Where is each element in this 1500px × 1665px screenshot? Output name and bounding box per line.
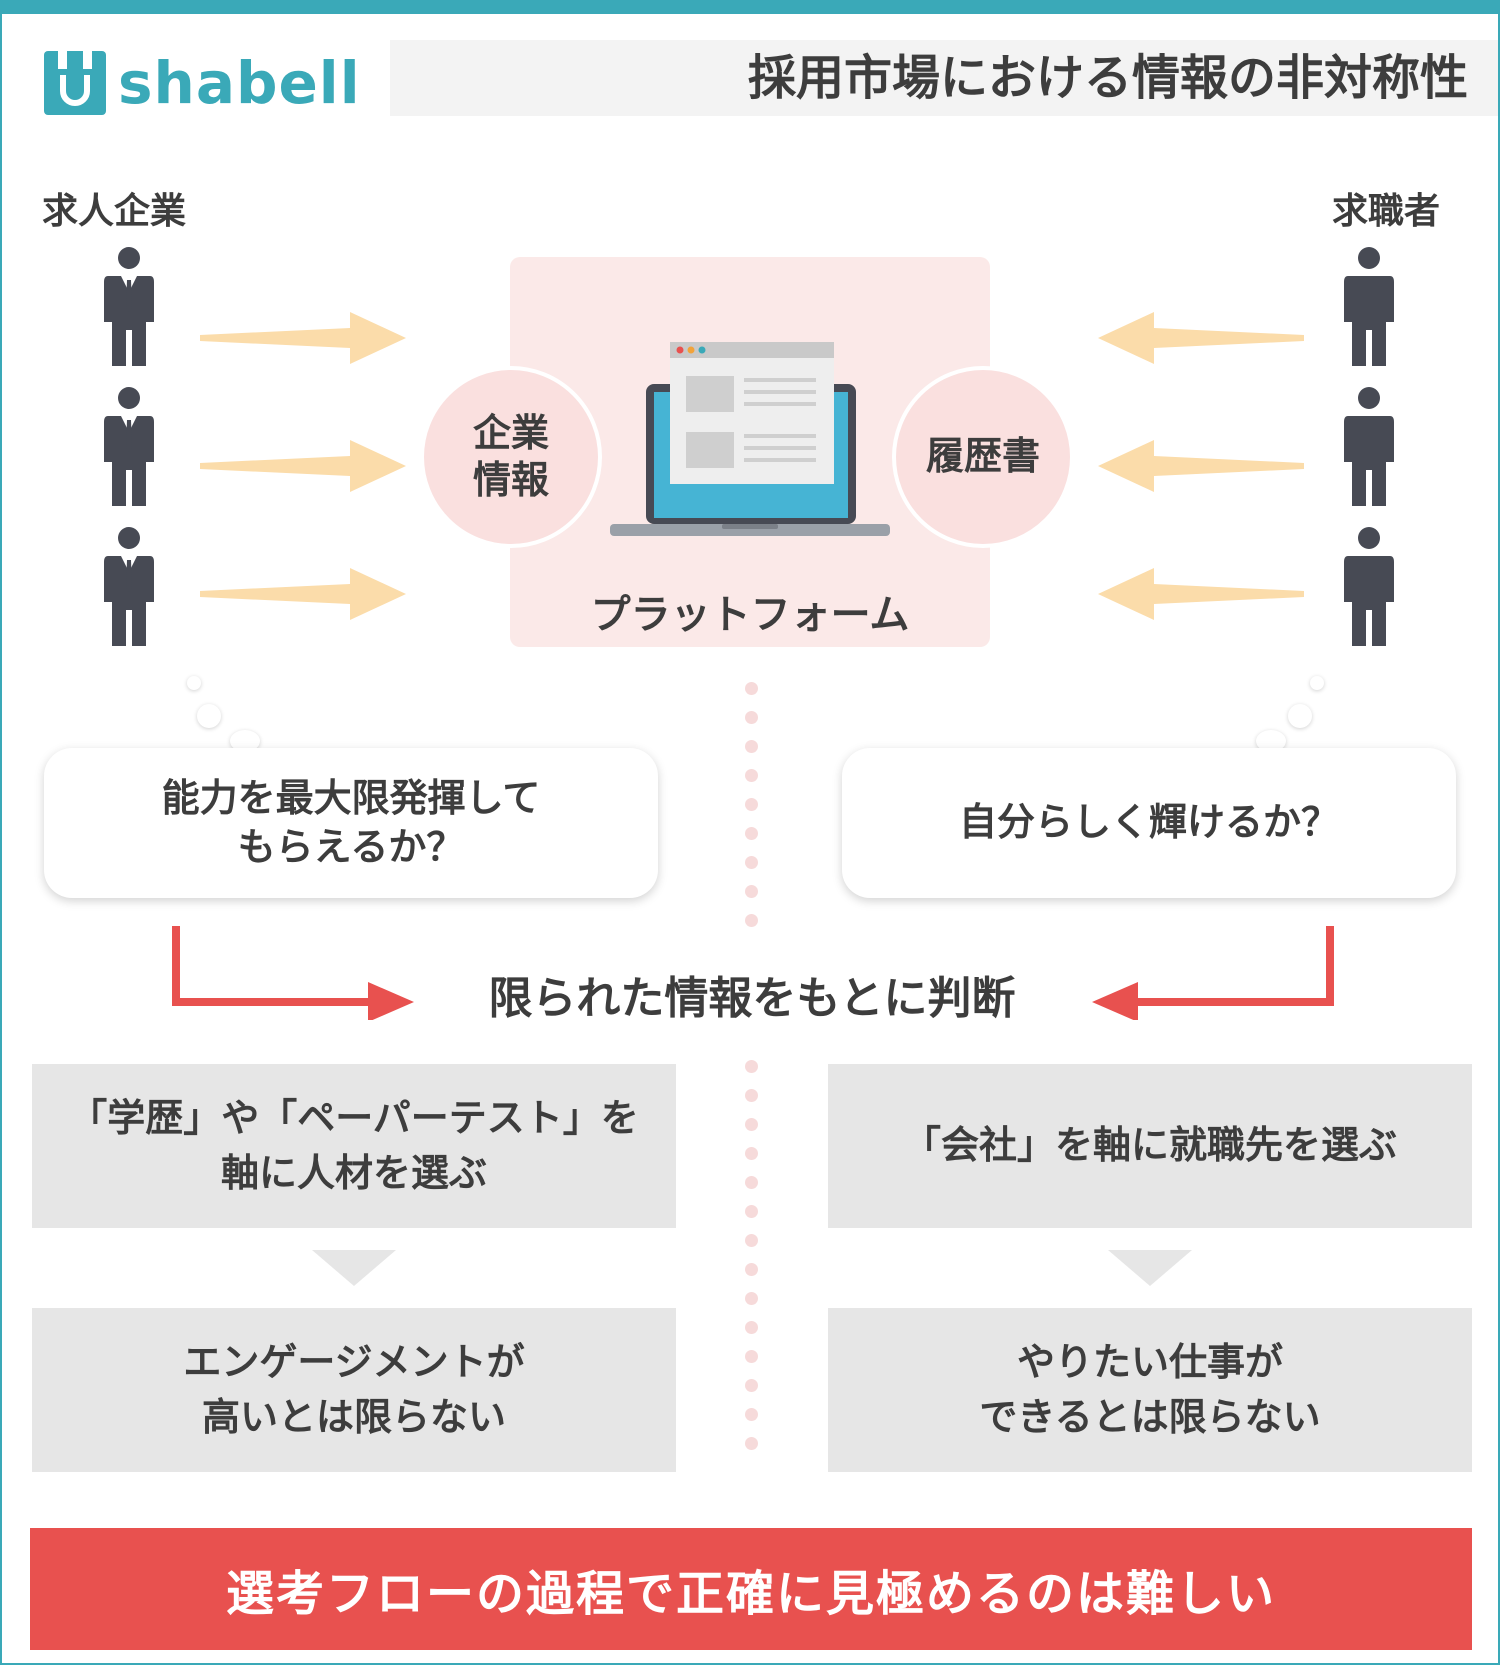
employer-label: 求人企業 [42,191,187,232]
employer-person-icon [104,247,154,366]
down-triangle-icon [1108,1250,1192,1286]
plug-icon [44,51,106,115]
employer-result-line: エンゲージメントが [183,1339,525,1384]
right-arrow-icon [200,568,406,620]
thought-dot [187,676,201,690]
conclusion-text: 選考フローの過程で正確に見極めるのは難しい [225,1566,1276,1622]
job-seeker-result-box: やりたい仕事が できるとは限らない [828,1308,1472,1472]
employer-basis-box: 「学歴」や「ペーパーテスト」を 軸に人材を選ぶ [32,1064,676,1228]
thought-dot [1288,704,1312,728]
job-seeker-result-line: やりたい仕事が [1016,1339,1283,1384]
job-seeker-label: 求職者 [1331,191,1440,232]
job-seeker-thought-text: 自分らしく輝けるか？ [958,800,1339,845]
job-seeker-thought-bubble: 自分らしく輝けるか？ [842,748,1456,898]
divider-dots-bottom [745,1060,758,1450]
job-seeker-result-line: できるとは限らない [979,1395,1321,1439]
page-title: 採用市場における情報の非対称性 [747,50,1468,106]
judgment-text: 限られた情報をもとに判断 [488,973,1016,1024]
employer-basis-line: 「学歴」や「ペーパーテスト」を [69,1095,639,1140]
resume-label: 履歴書 [925,434,1040,479]
company-info-line: 情報 [472,458,549,502]
right-arrow-icon [200,440,406,492]
employer-result-line: 高いとは限らない [201,1395,506,1439]
employer-person-icon [104,527,154,646]
right-arrow-icon [200,312,406,364]
brand-name: shabell [118,49,361,117]
employer-thought-line: 能力を最大限発揮して [161,775,541,820]
thought-dot [230,730,260,752]
employer-person-icon [104,387,154,506]
job-seeker-person-icon [1344,387,1394,506]
red-elbow-arrow-right-icon [172,926,414,1020]
divider-dots-top [745,682,758,927]
employer-result-box: エンゲージメントが 高いとは限らない [32,1308,676,1472]
conclusion-banner: 選考フローの過程で正確に見極めるのは難しい [30,1528,1472,1650]
resume-circle: 履歴書 [892,366,1074,548]
employer-thought-line: もらえるか？ [237,825,465,869]
company-info-line: 企業 [472,410,549,455]
thought-dot [1310,676,1324,690]
title-bar [390,40,1498,116]
job-seeker-person-icon [1344,527,1394,646]
job-seeker-person-icon [1344,247,1394,366]
employer-basis-line: 軸に人材を選ぶ [220,1151,487,1195]
laptop-icon [610,342,890,536]
thought-dot [197,704,221,728]
platform-label: プラットフォーム [590,592,910,638]
brand-logo: shabell [44,42,361,124]
down-triangle-icon [312,1250,396,1286]
left-arrow-icon [1098,440,1304,492]
left-arrow-icon [1098,312,1304,364]
company-info-circle: 企業 情報 [420,366,602,548]
left-arrow-icon [1098,568,1304,620]
job-seeker-basis-box: 「会社」を軸に就職先を選ぶ [828,1064,1472,1228]
job-seeker-basis-text: 「会社」を軸に就職先を選ぶ [902,1123,1397,1168]
employer-thought-bubble: 能力を最大限発揮して もらえるか？ [44,748,658,898]
thought-dot [1256,730,1286,752]
red-elbow-arrow-left-icon [1092,926,1334,1020]
